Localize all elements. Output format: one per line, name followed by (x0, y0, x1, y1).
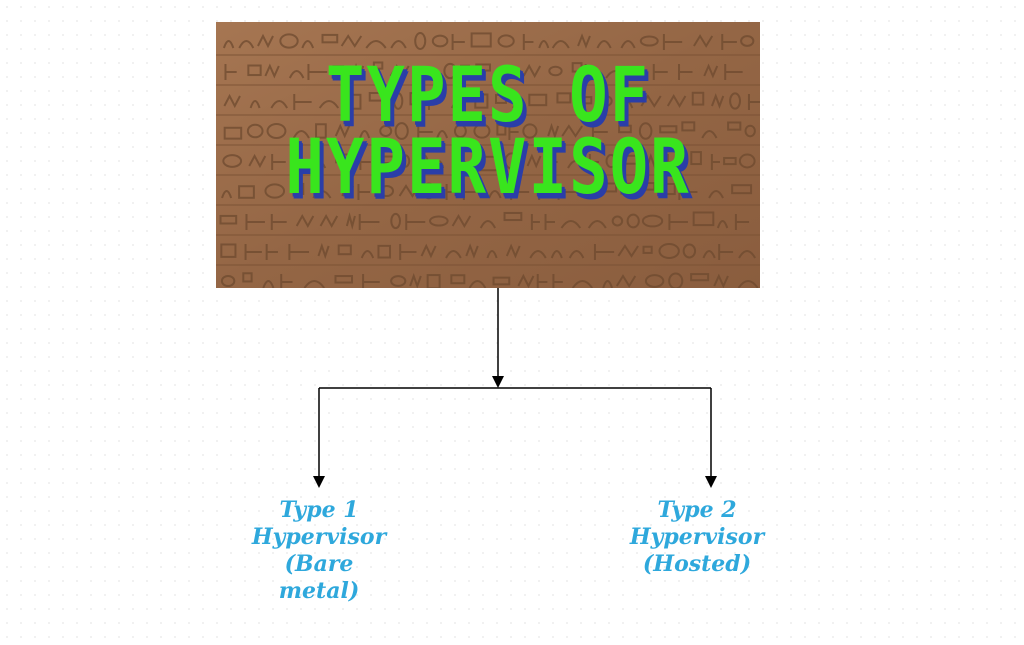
type-1-hypervisor-node: Type 1 Hypervisor (Bare metal) (219, 497, 419, 605)
type-1-line-1: Type 1 (279, 497, 359, 523)
diagram-title: TYPES OF HYPERVISOR (216, 54, 760, 211)
type-2-line-1: Type 2 (657, 497, 737, 523)
type-2-hypervisor-node: Type 2 Hypervisor (Hosted) (597, 497, 797, 578)
type-1-line-4: metal) (278, 578, 360, 604)
title-line-2: HYPERVISOR (285, 124, 691, 212)
hieroglyph-stone-texture (216, 22, 760, 288)
type-1-line-2: Hypervisor (251, 524, 387, 550)
type-2-line-3: (Hosted) (642, 551, 752, 577)
type-1-line-3: (Bare (284, 551, 354, 577)
title-line-1: TYPES OF (325, 52, 651, 140)
type-2-line-2: Hypervisor (629, 524, 765, 550)
title-panel: TYPES OF HYPERVISOR (216, 22, 760, 288)
